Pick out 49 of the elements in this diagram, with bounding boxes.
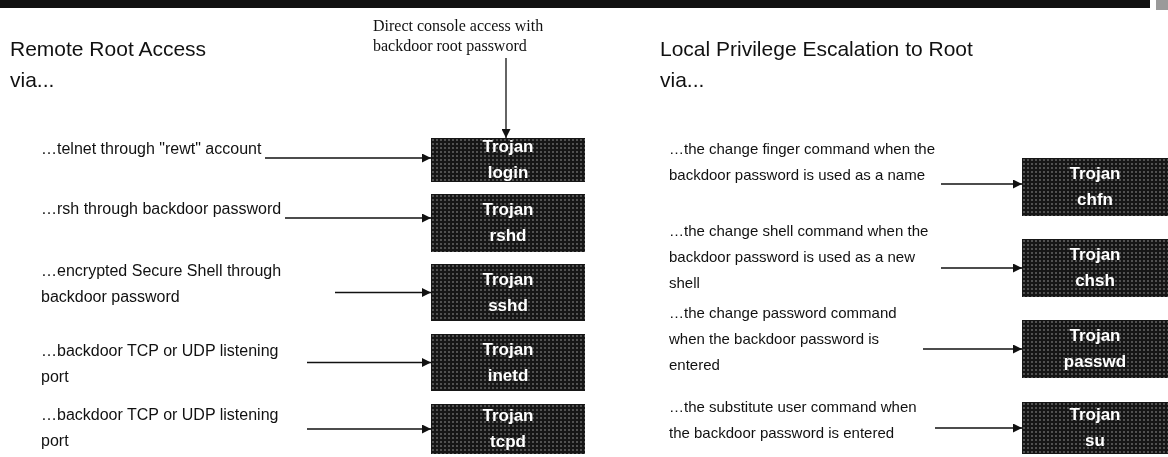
box-label: Trojan	[1069, 325, 1121, 347]
box-label: Trojan	[482, 199, 534, 221]
box-label: tcpd	[490, 431, 526, 453]
box-label: Trojan	[482, 338, 534, 361]
description-text: …the change password command when the backdoor password is entered	[669, 300, 919, 378]
box-label: login	[487, 162, 529, 184]
description-text: …telnet through "rewt" account	[41, 136, 262, 162]
description-text: …encrypted Secure Shell through backdoor password	[41, 258, 331, 310]
section-heading: Remote Root Access via...	[10, 36, 208, 93]
trojan-box	[431, 334, 585, 391]
arrow	[940, 263, 1023, 273]
annotation-text: Direct console access with backdoor root password	[373, 16, 588, 56]
box-label: su	[1085, 430, 1105, 452]
description-text: …backdoor TCP or UDP listening port	[41, 338, 303, 390]
box-label: Trojan	[1069, 163, 1121, 185]
arrow	[334, 288, 432, 297]
description-text: …the substitute user command when the backdoor password is entered	[669, 394, 931, 446]
trojan-box	[431, 138, 585, 182]
trojan-box	[431, 194, 585, 252]
box-label: Trojan	[1069, 404, 1121, 426]
trojan-box	[1022, 158, 1168, 216]
box-label: rshd	[489, 225, 527, 247]
box-label: Trojan	[482, 405, 534, 427]
box-label: sshd	[488, 294, 528, 317]
description-text: …the change finger command when the backdoor password is used as a name	[669, 136, 937, 188]
description-text: …backdoor TCP or UDP listening port	[41, 402, 303, 454]
description-text: …the change shell command when the backdoor password is used as a new shell	[669, 218, 937, 296]
arrow	[264, 153, 432, 163]
trojan-box	[1022, 239, 1168, 297]
arrow	[922, 344, 1023, 354]
arrow	[501, 57, 511, 139]
section-heading: Local Privilege Escalation to Root via...	[660, 36, 974, 93]
arrow	[934, 423, 1023, 433]
box-label: Trojan	[1069, 244, 1121, 266]
box-label: chfn	[1077, 189, 1113, 211]
arrow	[284, 213, 432, 223]
box-label: Trojan	[482, 268, 534, 291]
box-label: chsh	[1075, 270, 1115, 292]
box-label: passwd	[1063, 351, 1127, 373]
arrow	[306, 424, 432, 434]
description-text: …rsh through backdoor password	[41, 196, 282, 222]
box-label: Trojan	[482, 136, 534, 158]
trojan-box	[1022, 320, 1168, 378]
trojan-box	[431, 404, 585, 454]
trojan-box	[431, 264, 585, 321]
arrow	[940, 179, 1023, 189]
box-label: inetd	[487, 364, 529, 387]
arrow	[306, 358, 432, 367]
trojan-box	[1022, 402, 1168, 454]
